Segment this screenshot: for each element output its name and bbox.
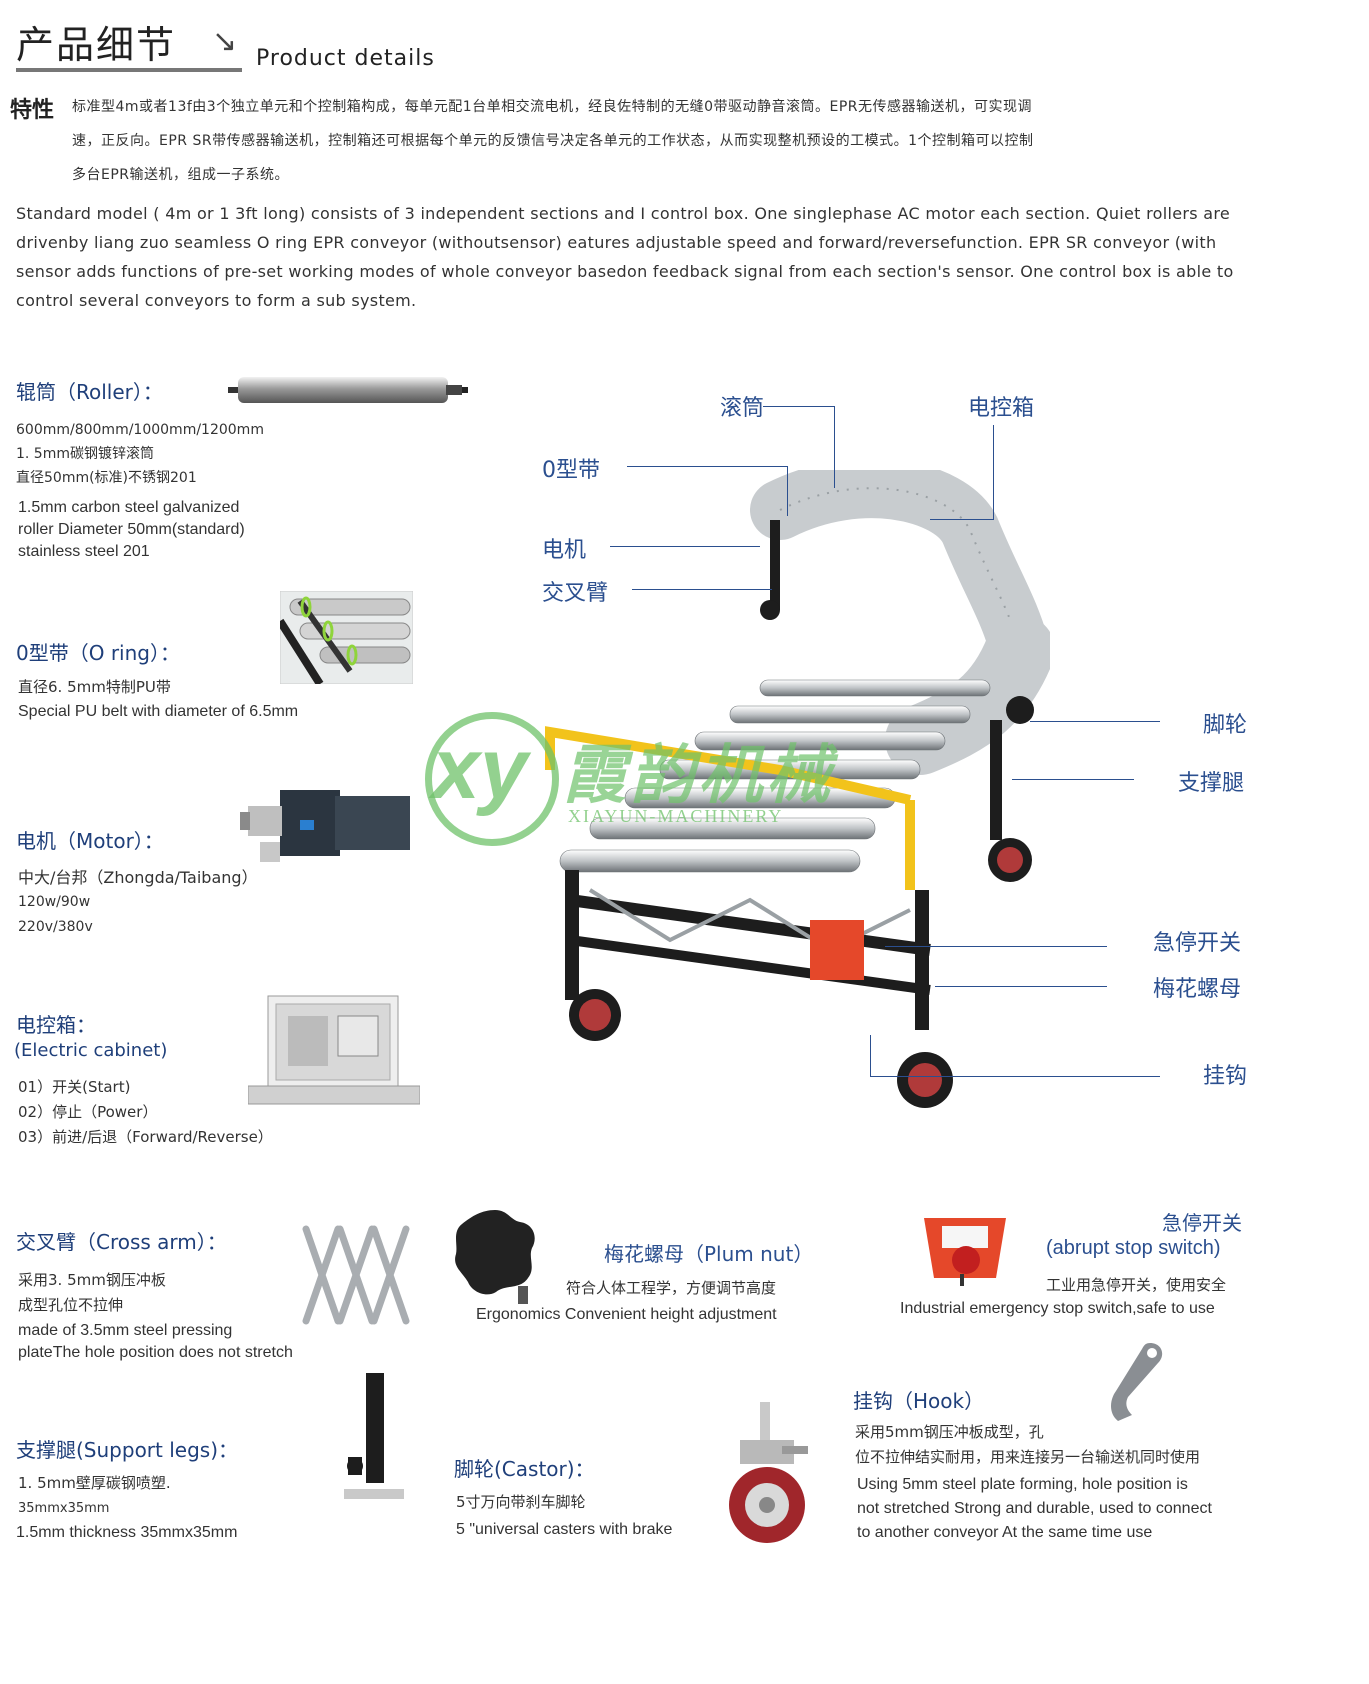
castor-spec: 5寸万向带刹车脚轮 <box>456 1493 586 1511</box>
hook-en-1: Using 5mm steel plate forming, hole posi… <box>857 1476 1188 1493</box>
callout-crossarm: 交叉臂 <box>542 581 609 606</box>
roller-title: 辊筒（Roller）： <box>16 380 163 404</box>
cabinet-spec-2: 02）停止（Power） <box>18 1103 158 1121</box>
leader-hook-v <box>870 1035 871 1077</box>
features-en-line-3: sensor adds functions of pre-set working… <box>16 262 1234 281</box>
hook-spec-1: 采用5mm钢压冲板成型，孔 <box>855 1423 1044 1441</box>
legs-en-1: 1.5mm thickness 35mmx35mm <box>16 1524 238 1541</box>
features-label: 特性 <box>10 98 55 123</box>
cabinet-title: 电控箱： <box>16 1013 96 1037</box>
plumnut-en: Ergonomics Convenient height adjustment <box>476 1306 777 1323</box>
estop-image <box>924 1218 1006 1286</box>
cabinet-image <box>248 995 420 1105</box>
estop-en: Industrial emergency stop switch,safe to… <box>900 1300 1215 1317</box>
features-cn-line-3: 多台EPR输送机，组成一子系统。 <box>72 167 290 183</box>
oring-spec-1: 直径6. 5mm特制PU带 <box>18 678 171 696</box>
watermark-logo <box>425 712 559 846</box>
features-en-line-1: Standard model ( 4m or 1 3ft long) consi… <box>16 204 1231 223</box>
support-leg-image <box>344 1373 404 1499</box>
page-title-cn: 产品细节 <box>16 23 177 67</box>
page-title-en: Product details <box>256 46 435 71</box>
roller-en-2: roller Diameter 50mm(standard) <box>18 521 245 538</box>
callout-estop: 急停开关 <box>1153 931 1242 956</box>
title-underline <box>16 68 242 72</box>
conveyor-illustration <box>545 470 1050 1108</box>
estop-subtitle: (abrupt stop switch) <box>1046 1237 1221 1259</box>
callout-castor: 脚轮 <box>1203 713 1248 738</box>
roller-spec-2: 1. 5mm碳钢镀锌滚筒 <box>16 446 154 462</box>
leader-castor-h <box>1030 721 1160 722</box>
hook-en-2: not stretched Strong and durable, used t… <box>857 1500 1212 1517</box>
features-en-line-2: drivenby liang zuo seamless O ring EPR c… <box>16 233 1217 252</box>
plumnut-image <box>455 1210 535 1304</box>
motor-spec-2: 120w/90w <box>18 894 91 910</box>
leader-hook-h <box>870 1076 1160 1077</box>
crossarm-en-1: made of 3.5mm steel pressing <box>18 1322 233 1339</box>
crossarm-spec-1: 采用3. 5mm钢压冲板 <box>18 1271 166 1289</box>
roller-spec-3: 直径50mm(标准)不锈钢201 <box>16 470 197 486</box>
arrow-icon: ↘ <box>212 24 238 59</box>
features-cn-line-2: 速，正反向。EPR SR带传感器输送机，控制箱还可根据每个单元的反馈信号决定各单… <box>72 133 1034 149</box>
cabinet-spec-1: 01）开关(Start) <box>18 1078 131 1096</box>
roller-spec-1: 600mm/800mm/1000mm/1200mm <box>16 422 264 438</box>
hook-title: 挂钩（Hook） <box>853 1389 985 1413</box>
castor-image <box>729 1402 808 1543</box>
plumnut-spec: 符合人体工程学，方便调节高度 <box>566 1279 777 1297</box>
callout-motor: 电机 <box>542 538 587 563</box>
leader-oring-h <box>627 466 787 467</box>
callout-cabinet: 电控箱 <box>968 396 1035 421</box>
legs-spec-1: 1. 5mm壁厚碳钢喷塑. <box>18 1474 171 1492</box>
leader-cabinet-v <box>993 425 994 520</box>
estop-title: 急停开关 <box>1162 1211 1242 1235</box>
leader-crossarm-h <box>632 589 772 590</box>
estop-spec: 工业用急停开关，使用安全 <box>1046 1276 1227 1294</box>
cabinet-subtitle: (Electric cabinet) <box>14 1040 168 1061</box>
callout-roller: 滚筒 <box>720 396 765 421</box>
roller-image <box>228 377 468 403</box>
crossarm-title: 交叉臂（Cross arm）： <box>16 1230 227 1254</box>
leader-legs-h <box>1012 779 1134 780</box>
castor-en: 5 "universal casters with brake <box>456 1521 673 1538</box>
callout-oring: 0型带 <box>542 458 600 483</box>
callout-hook: 挂钩 <box>1203 1064 1248 1089</box>
leader-oring-d <box>787 466 788 516</box>
leader-plumnut-h <box>935 986 1107 987</box>
callout-legs: 支撑腿 <box>1178 771 1245 796</box>
motor-spec-3: 220v/380v <box>18 919 93 935</box>
motor-title: 电机（Motor）： <box>16 829 164 853</box>
cabinet-spec-3: 03）前进/后退（Forward/Reverse） <box>18 1128 273 1146</box>
oring-title: 0型带（O ring）： <box>16 641 180 665</box>
crossarm-en-2: plateThe hole position does not stretch <box>18 1344 293 1361</box>
features-en-line-4: control several conveyors to form a sub … <box>16 291 417 310</box>
watermark-brand-cn: 霞韵机械 <box>562 739 834 813</box>
plumnut-title: 梅花螺母（Plum nut） <box>604 1242 814 1266</box>
roller-en-3: stainless steel 201 <box>18 543 150 560</box>
leader-roller-v <box>834 406 835 488</box>
hook-image <box>1111 1343 1163 1421</box>
oring-en-1: Special PU belt with diameter of 6.5mm <box>18 703 299 720</box>
crossarm-spec-2: 成型孔位不拉伸 <box>18 1296 124 1314</box>
legs-title: 支撑腿(Support legs)： <box>16 1438 239 1462</box>
callout-plumnut: 梅花螺母 <box>1153 977 1242 1002</box>
leader-motor-h <box>610 546 760 547</box>
hook-spec-2: 位不拉伸结实耐用，用来连接另一台输送机同时使用 <box>855 1448 1201 1466</box>
legs-spec-2: 35mmx35mm <box>18 1501 110 1516</box>
leader-roller-h <box>763 406 835 407</box>
oring-image <box>280 591 413 684</box>
motor-image <box>240 790 410 862</box>
roller-en-1: 1.5mm carbon steel galvanized <box>18 499 240 516</box>
features-cn-line-1: 标准型4m或者13f由3个独立单元和个控制箱构成，每单元配1台单相交流电机，经良… <box>72 99 1033 115</box>
castor-title: 脚轮(Castor)： <box>454 1457 595 1481</box>
motor-spec-1: 中大/台邦（Zhongda/Taibang） <box>18 868 258 887</box>
watermark-logo-text: xy <box>432 721 528 817</box>
watermark-brand-en: XIAYUN-MACHINERY <box>568 806 784 826</box>
crossarm-image <box>302 1225 410 1325</box>
leader-cabinet-h <box>930 519 994 520</box>
leader-estop-h <box>885 946 1107 947</box>
hook-en-3: to another conveyor At the same time use <box>857 1524 1153 1541</box>
